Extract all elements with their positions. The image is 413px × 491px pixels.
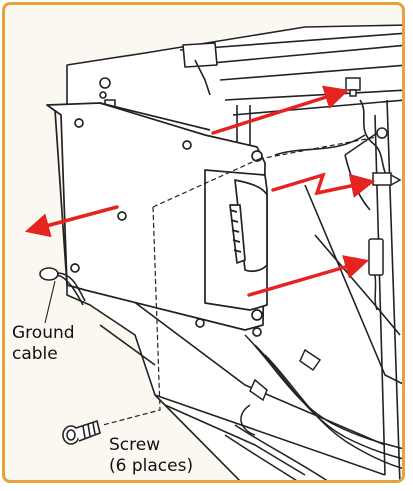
screw-label-line1: Screw bbox=[109, 435, 161, 455]
red-direction-arrow bbox=[24, 85, 376, 297]
screw-label: Screw (6 places) bbox=[109, 435, 193, 477]
figure-frame: Ground cable Screw (6 places) bbox=[2, 2, 405, 483]
screw-post bbox=[344, 127, 388, 156]
assembly-diagram bbox=[24, 24, 402, 480]
cable-bundle bbox=[224, 334, 402, 480]
ground-cable-label: Ground cable bbox=[12, 323, 75, 365]
ground-cable-label-line2: cable bbox=[12, 344, 58, 364]
card-module bbox=[204, 169, 268, 311]
ground-cable-label-line1: Ground bbox=[12, 323, 75, 343]
leader-lines bbox=[102, 136, 378, 426]
ground-cable bbox=[39, 267, 86, 306]
callout-leaders bbox=[44, 280, 56, 324]
connector-middle bbox=[372, 172, 402, 186]
screw-icon bbox=[62, 419, 101, 445]
connector-top bbox=[345, 77, 361, 97]
screw-label-line2: (6 places) bbox=[109, 456, 194, 476]
connector-lower bbox=[368, 238, 384, 311]
